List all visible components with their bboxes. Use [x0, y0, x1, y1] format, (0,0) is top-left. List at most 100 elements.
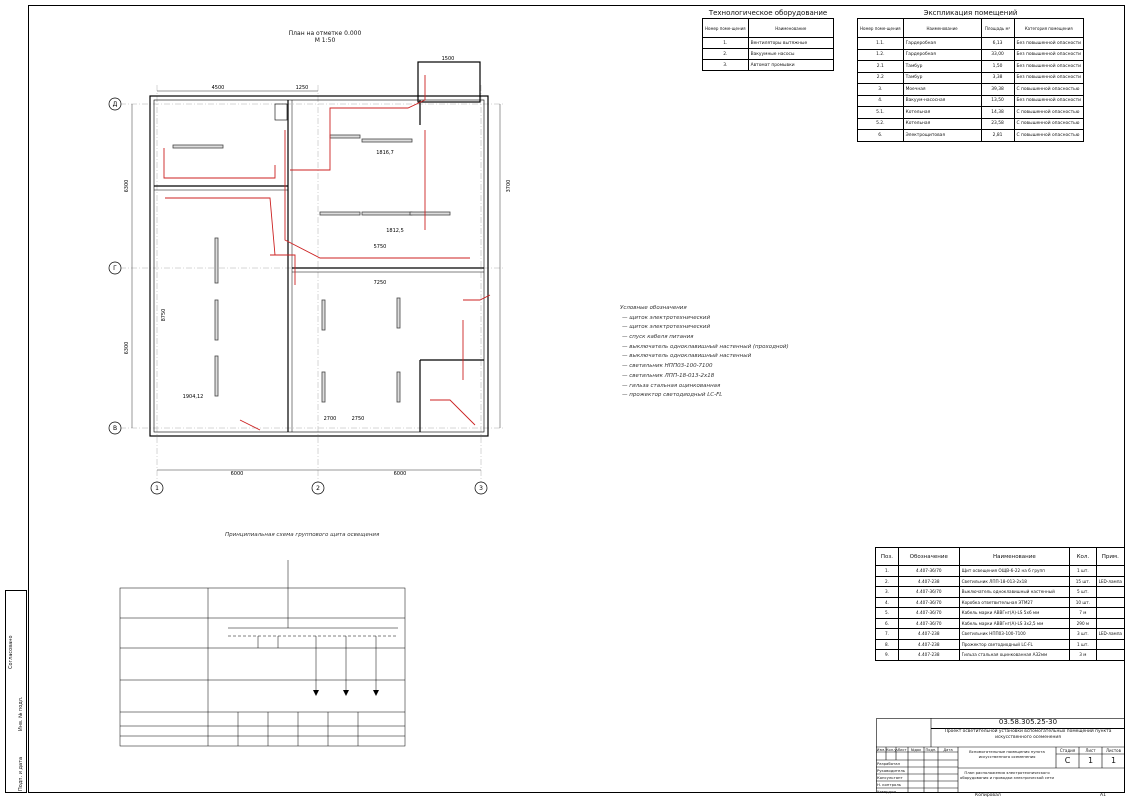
dim-label: 6300 [124, 180, 130, 193]
rooms-header: Категория помещения [1013, 18, 1084, 38]
legend-item: выключатель одноклавишный настенный (про… [629, 343, 789, 350]
roles-list: Разработал Руководитель Консультант Н. к… [877, 760, 905, 795]
dim-label: 5750 [374, 244, 387, 250]
sheet-frame [28, 5, 1125, 793]
spec-cell: Прожектор светодиодный LC-FL [958, 638, 1071, 650]
role-label: Н. контроль [877, 782, 901, 787]
role-label: Разработал [877, 761, 901, 766]
role-label: Руководитель [877, 768, 906, 773]
axis-label-d: Д [113, 101, 118, 108]
spec-header: Поз. [875, 547, 899, 566]
spec-cell: 3. [875, 586, 899, 598]
spec-cell: Коробка ответвительная ЭТМ27 [958, 596, 1071, 608]
spec-cell [1095, 638, 1126, 650]
rooms-cell: Гардеробная [902, 48, 982, 61]
spec-cell: 3 шт. [1069, 628, 1097, 640]
equipment-table: Номер поме-щения Наименование 1.Вентилят… [702, 18, 835, 71]
doc-number: 03.58.305.25-30 [931, 718, 1125, 729]
dim-label: 6000 [394, 471, 407, 477]
rooms-header: Площадь м² [980, 18, 1015, 38]
spec-header: Обозначение [897, 547, 960, 566]
role-label: Утвердил [877, 789, 897, 794]
rooms-title: Экспликация помещений [923, 9, 1018, 17]
legend-row: — прожектор светодиодный LC-FL [622, 392, 723, 399]
plan-scale: М 1:50 [314, 37, 336, 44]
spec-cell: 4.407-36/70 [897, 586, 960, 598]
legend-row: — спуск кабеля питания [622, 334, 694, 341]
spec-cell: 4.407-36/70 [897, 607, 960, 619]
legend-row: — выключатель одноклавишный настенный [622, 353, 752, 360]
sheet-label: Лист [1085, 748, 1096, 753]
axis-label-v: В [113, 425, 117, 432]
spec-header: Прим. [1095, 547, 1126, 566]
col-label: №док [910, 748, 922, 752]
spec-cell: Щит освещения ОЩВ-6-22 на 6 групп [958, 565, 1071, 577]
dim-label: 4500 [212, 85, 225, 91]
legend-item: светильник НПП03-100-7100 [629, 363, 713, 370]
sheet-value: 1 [1087, 756, 1094, 765]
rooms-cell: Гардеробная [902, 37, 982, 50]
rooms-cell: 5.2. [857, 117, 904, 130]
spec-cell: 1 шт. [1069, 565, 1097, 577]
col-label: Подп. [925, 748, 937, 752]
spec-cell [1095, 596, 1126, 608]
spec-cell: Гильза стальная оцинкованная А32мм [958, 649, 1071, 661]
legend-item: выключатель одноклавишный настенный [629, 353, 752, 360]
spec-cell: 7. [875, 628, 899, 640]
rooms-cell: 23,58 [980, 117, 1015, 130]
rooms-cell: 33,00 [980, 48, 1015, 61]
legend-row: — светильник НПП03-100-7100 [622, 363, 713, 370]
spec-cell [1095, 565, 1126, 577]
rooms-cell: Без повышенной опасности [1013, 37, 1084, 50]
spec-cell: 290 м [1069, 617, 1097, 629]
dim-label: 6300 [124, 342, 130, 355]
lighting-scheme [119, 560, 406, 747]
rooms-cell: С повышенной опасностью [1013, 117, 1084, 130]
spec-cell: 5. [875, 607, 899, 619]
spec-cell: 9. [875, 649, 899, 661]
legend-row: — щиток электротехнический [622, 314, 711, 321]
spec-cell: 15 шт. [1069, 575, 1097, 587]
title-block: 03.58.305.25-30 Проект осветительной уст… [876, 718, 1125, 795]
spec-cell: 7 м [1069, 607, 1097, 619]
spec-cell: LED-лампа [1095, 575, 1126, 587]
spec-cell: 5 шт. [1069, 586, 1097, 598]
dim-label: 6000 [231, 471, 244, 477]
rooms-cell: 2,81 [980, 129, 1015, 142]
col-label: Изм. [876, 748, 886, 752]
legend-title: Условные обозначения [620, 305, 687, 311]
role-label: Консультант [877, 775, 903, 780]
plan-title: План на отметке 0.000 М 1:50 [270, 30, 380, 44]
rooms-cell: Котельная [902, 117, 982, 130]
axis-label-3: 3 [479, 485, 483, 492]
spec-table: Поз. Обозначение Наименование Кол. Прим.… [875, 547, 1126, 661]
spec-cell: 1. [875, 565, 899, 577]
col-label: Лист [897, 748, 907, 752]
dim-label: 1250 [296, 85, 309, 91]
table-row: 3.Автомат промывки [702, 59, 835, 71]
spec-cell: 1 шт. [1069, 638, 1097, 650]
project-title: Проект осветительной установки вспомогат… [944, 729, 1112, 740]
spec-header: Наименование [958, 547, 1071, 566]
dim-label: 1816,7 [376, 150, 394, 156]
spec-cell: 4.407-238 [897, 628, 960, 640]
spec-cell [1095, 586, 1126, 598]
legend-row: — щиток электротехнический [622, 324, 711, 331]
legend-item: светильник ЛПП-18-013-2х18 [629, 372, 715, 379]
stage-value: С [1064, 756, 1071, 765]
dim-label: 2750 [352, 416, 365, 422]
col-label: Дата [943, 748, 953, 752]
spec-cell: Выключатель одноклавишный настенный [958, 586, 1071, 598]
legend-row: — светильник ЛПП-18-013-2х18 [622, 372, 715, 379]
